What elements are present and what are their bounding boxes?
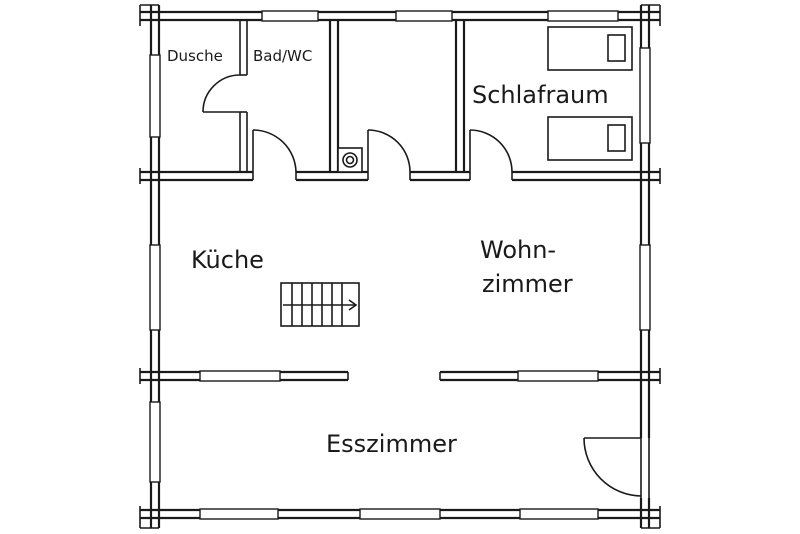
label-esszimmer: Esszimmer	[326, 430, 457, 458]
label-wohnzimmer-1: Wohn-	[480, 236, 556, 264]
door-esszimmer	[583, 437, 654, 498]
bed-lower	[547, 116, 633, 161]
staircase	[280, 282, 360, 327]
door-schlafraum	[469, 129, 513, 173]
window-right-schlafraum	[639, 47, 651, 144]
room-labels: Dusche Bad/WC Schlafraum Küche Wohn- zim…	[167, 47, 609, 458]
label-kueche: Küche	[191, 246, 264, 274]
interior-wall-upper	[139, 168, 661, 184]
door-flur	[367, 129, 411, 173]
window-left-dusche	[149, 54, 161, 138]
door-dusche	[202, 74, 241, 113]
window-top-bad	[261, 10, 319, 22]
window-bottom-right	[519, 508, 599, 520]
window-bottom-left	[199, 508, 279, 520]
windows	[149, 10, 651, 520]
window-mid-right	[517, 370, 599, 382]
window-right-wohnzimmer	[639, 244, 651, 331]
interior-walls-vertical	[239, 20, 466, 172]
doors	[202, 74, 654, 498]
window-top-schlafraum	[547, 10, 619, 22]
label-bad-wc: Bad/WC	[253, 47, 312, 65]
label-schlafraum: Schlafraum	[472, 81, 609, 109]
bed-upper	[547, 26, 633, 71]
door-bad	[252, 129, 297, 173]
label-wohnzimmer-2: zimmer	[482, 270, 573, 298]
window-top-flur	[395, 10, 453, 22]
window-bottom-mid	[359, 508, 441, 520]
window-mid-left	[199, 370, 281, 382]
window-left-kueche	[149, 244, 161, 331]
window-left-esszimmer	[149, 401, 161, 483]
furniture	[280, 26, 633, 327]
chimney-stove	[337, 147, 363, 173]
label-dusche: Dusche	[167, 47, 223, 65]
